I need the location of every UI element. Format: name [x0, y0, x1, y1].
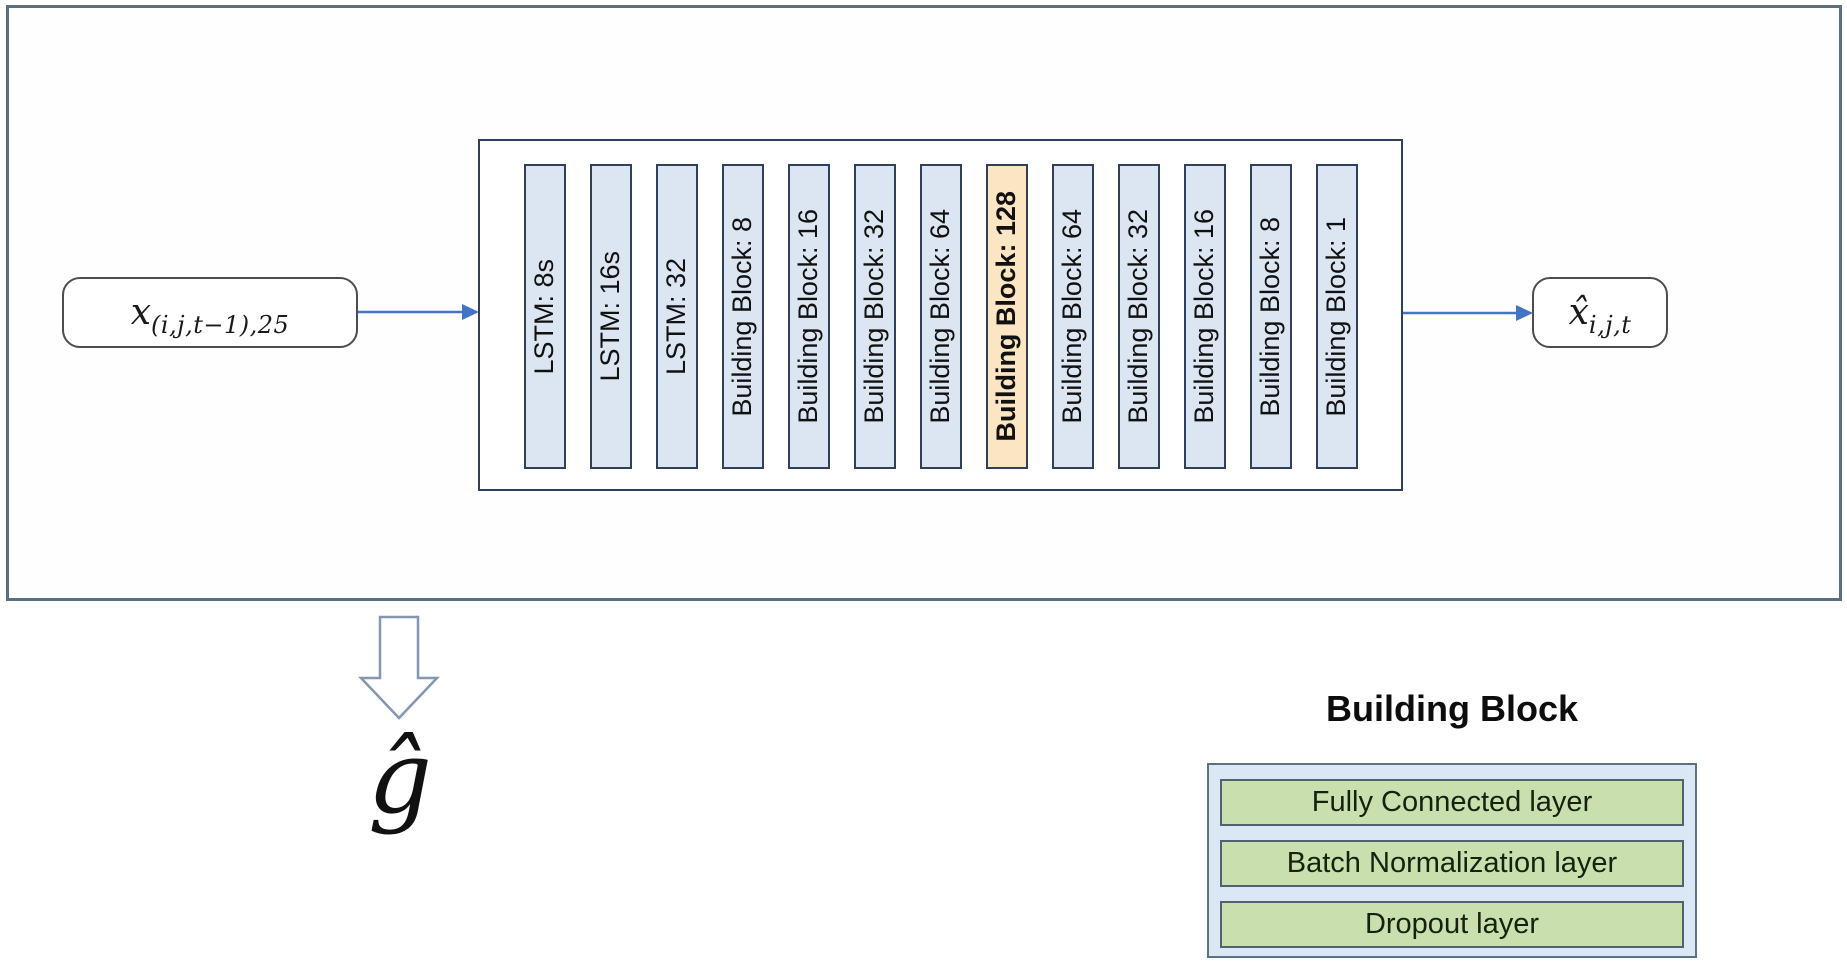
- layer-bar-label: Building Block: 16: [1189, 209, 1219, 424]
- layer-bar: LSTM: 8s: [523, 164, 566, 469]
- layer-bar: Building Block: 64: [919, 164, 962, 469]
- layer-bar: Building Block: 32: [1117, 164, 1160, 469]
- output-label-subscript: i,j,t: [1588, 310, 1632, 339]
- layer-bar-label: Building Block: 128: [991, 191, 1021, 442]
- layer-bar: Building Block: 8: [1249, 164, 1292, 469]
- layer-bar-label: LSTM: 16s: [595, 251, 625, 382]
- layer-bar-label: LSTM: 32: [661, 257, 691, 376]
- layer-bar: LSTM: 16s: [589, 164, 632, 469]
- input-label: x: [130, 291, 151, 333]
- layer-bar-label: Building Block: 64: [925, 209, 955, 424]
- g-hat-symbol: ĝ: [367, 718, 432, 836]
- output-node: x̂i,j,t: [1532, 277, 1668, 348]
- layer-bar-label: LSTM: 8s: [529, 258, 559, 375]
- legend-row: Batch Normalization layer: [1220, 840, 1684, 887]
- layer-bar-label: Building Block: 32: [859, 209, 889, 424]
- layer-bar-label: Building Block: 1: [1321, 216, 1351, 417]
- legend-title: Building Block: [1326, 688, 1578, 729]
- layer-bar: Building Block: 16: [787, 164, 830, 469]
- layer-bar: LSTM: 32: [655, 164, 698, 469]
- input-node: x(i,j,t−1),25: [62, 277, 358, 348]
- layer-bar-label: Building Block: 64: [1057, 209, 1087, 424]
- input-label-subscript: (i,j,t−1),25: [151, 310, 290, 339]
- layer-bar: Building Block: 64: [1051, 164, 1094, 469]
- network-layers-box: LSTM: 8s LSTM: 16s LSTM: 32 Building Block:…: [478, 139, 1403, 491]
- gradient-down-arrow-icon: [358, 615, 440, 720]
- layer-bar-label: Building Block: 16: [793, 209, 823, 424]
- layer-bar: Building Block: 16: [1183, 164, 1226, 469]
- layer-bar-label: Building Block: 8: [727, 216, 757, 417]
- layer-bar-label: Building Block: 32: [1123, 209, 1153, 424]
- layer-bar: Building Block: 1: [1315, 164, 1358, 469]
- layer-bar-highlighted: Building Block: 128: [985, 164, 1028, 469]
- layer-bar: Building Block: 32: [853, 164, 896, 469]
- legend-row: Fully Connected layer: [1220, 779, 1684, 826]
- layer-bar-label: Building Block: 8: [1255, 216, 1285, 417]
- legend-row: Dropout layer: [1220, 901, 1684, 948]
- layer-bar: Building Block: 8: [721, 164, 764, 469]
- output-label: x̂: [1568, 291, 1589, 333]
